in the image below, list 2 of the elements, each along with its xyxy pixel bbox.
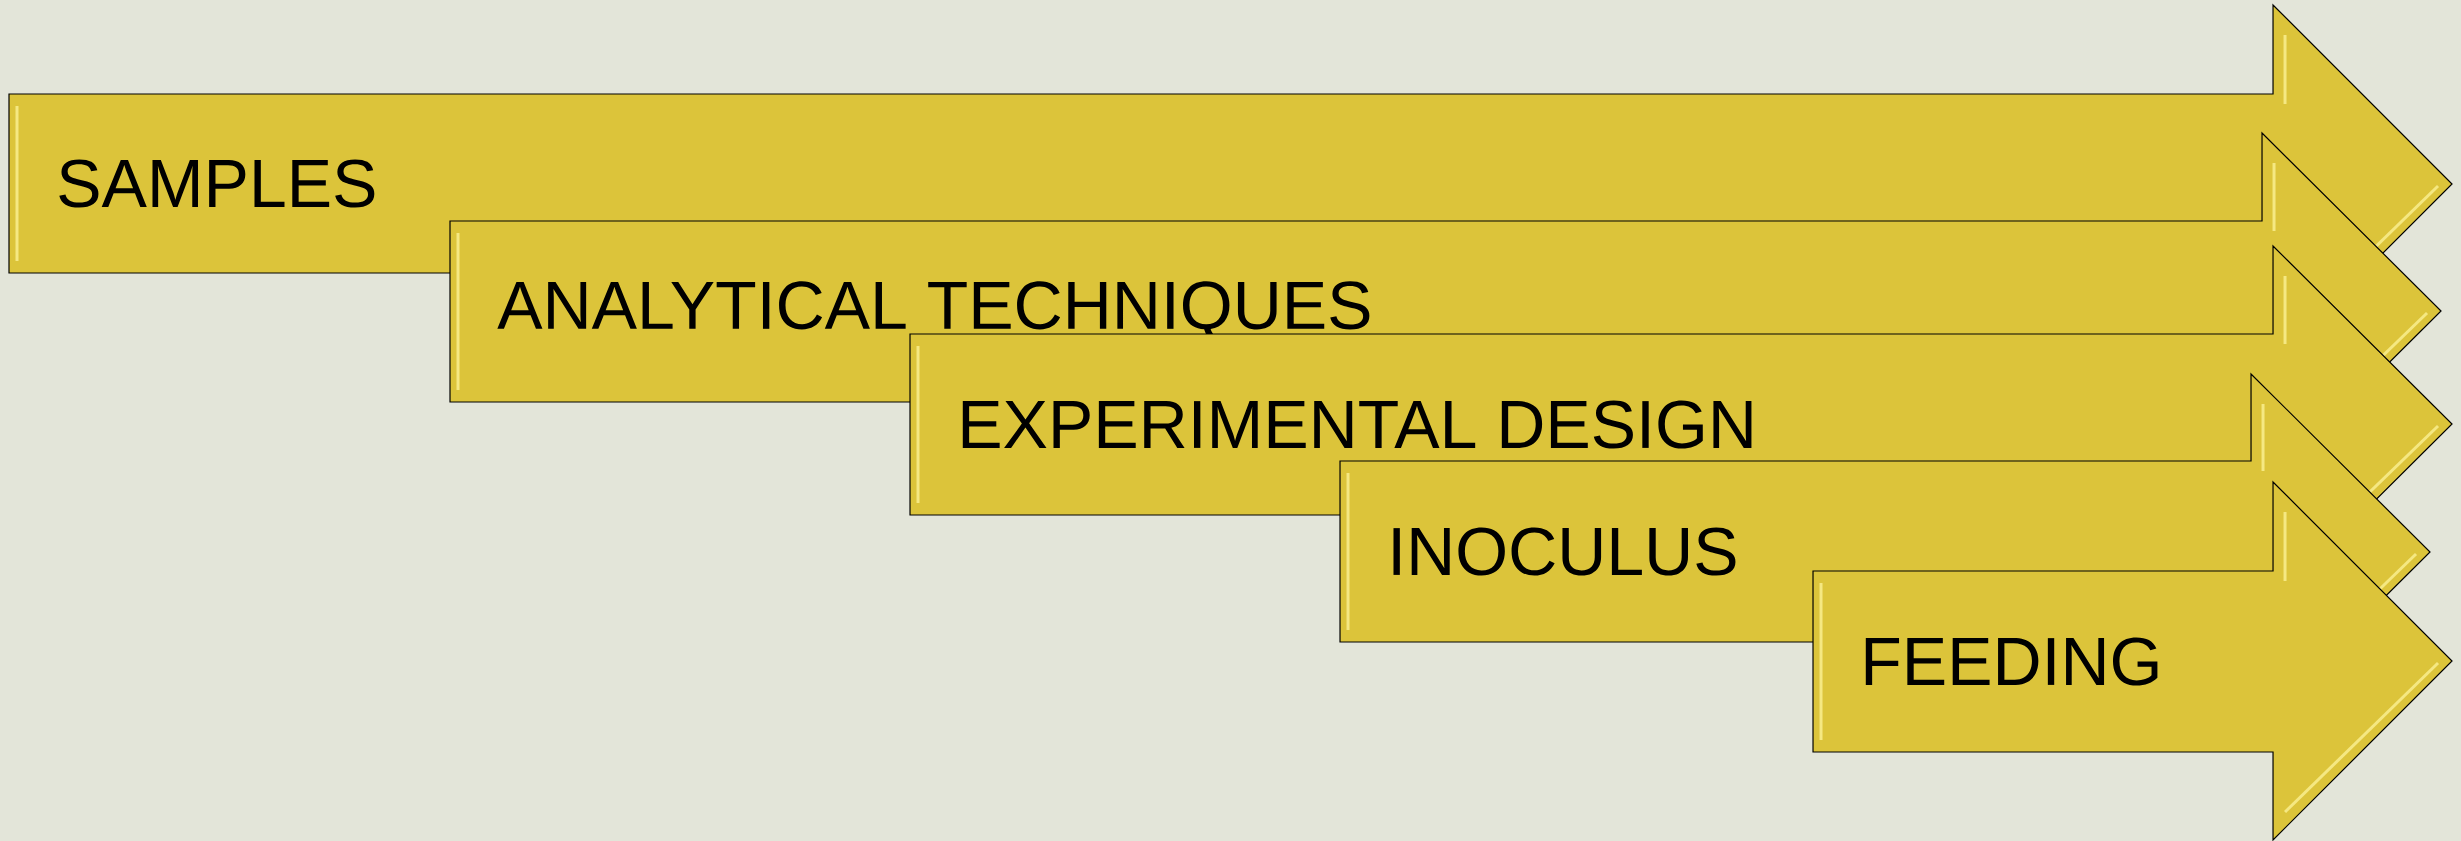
node-label: SAMPLES: [59, 159, 375, 208]
node-label: FEEDING: [1865, 637, 2158, 686]
